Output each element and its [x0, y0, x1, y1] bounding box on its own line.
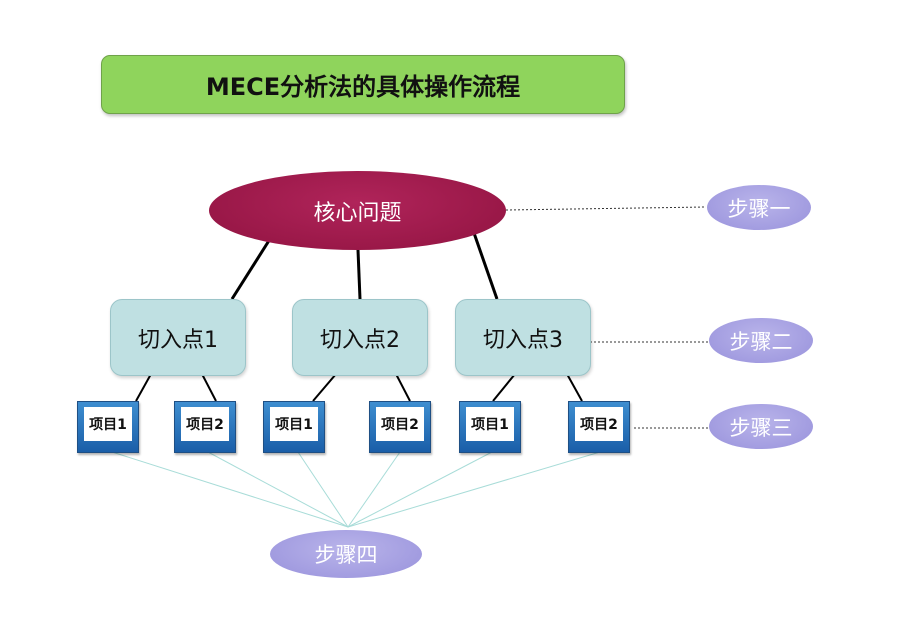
item-label: 项目1	[466, 407, 514, 441]
connector-core-ep1	[230, 238, 272, 300]
leader-step1	[505, 206, 707, 211]
item-label: 项目2	[575, 407, 623, 441]
item-label: 项目1	[270, 407, 318, 441]
step-2-label: 步骤二	[729, 329, 793, 354]
connector-core-ep2	[356, 249, 362, 300]
step-1-badge: 步骤一	[707, 185, 811, 230]
step-1-label: 步骤一	[727, 196, 791, 221]
connector-ep1-item1	[135, 373, 152, 402]
diagram-title: MECE分析法的具体操作流程	[101, 55, 625, 114]
connector-ep3-item1	[492, 373, 516, 402]
connector-ep1-item2	[201, 373, 217, 402]
fan-line-3	[297, 451, 349, 528]
connector-ep2-item1	[312, 373, 337, 402]
item-node-ep3-1: 项目1	[459, 401, 521, 453]
fan-line-1	[111, 451, 349, 528]
entry-point-3-node: 切入点3	[455, 299, 591, 376]
fan-line-2	[207, 451, 349, 528]
item-node-ep3-2: 项目2	[568, 401, 630, 453]
connector-ep3-item2	[566, 373, 583, 402]
item-node-ep1-1: 项目1	[77, 401, 139, 453]
entry-point-1-node: 切入点1	[110, 299, 246, 376]
core-problem-node: 核心问题	[209, 171, 506, 250]
item-label: 项目2	[376, 407, 424, 441]
item-label: 项目1	[84, 407, 132, 441]
entry-point-2-node: 切入点2	[292, 299, 428, 376]
diagram-title-text: MECE分析法的具体操作流程	[205, 73, 521, 101]
step-3-badge: 步骤三	[709, 404, 813, 449]
entry-point-1-label: 切入点1	[138, 327, 218, 353]
connector-ep2-item2	[395, 373, 411, 402]
step-4-badge: 步骤四	[270, 530, 422, 578]
entry-point-2-label: 切入点2	[320, 327, 400, 353]
core-problem-label: 核心问题	[313, 200, 402, 226]
item-label: 项目2	[181, 407, 229, 441]
step-4-label: 步骤四	[314, 543, 378, 567]
entry-point-3-label: 切入点3	[483, 327, 563, 353]
connector-core-ep3	[472, 232, 499, 300]
item-node-ep1-2: 项目2	[174, 401, 236, 453]
item-node-ep2-2: 项目2	[369, 401, 431, 453]
item-node-ep2-1: 项目1	[263, 401, 325, 453]
step-3-label: 步骤三	[729, 415, 793, 440]
fan-line-4	[347, 451, 401, 528]
fan-line-5	[347, 451, 493, 528]
step-2-badge: 步骤二	[709, 318, 813, 363]
fan-line-6	[347, 451, 601, 528]
